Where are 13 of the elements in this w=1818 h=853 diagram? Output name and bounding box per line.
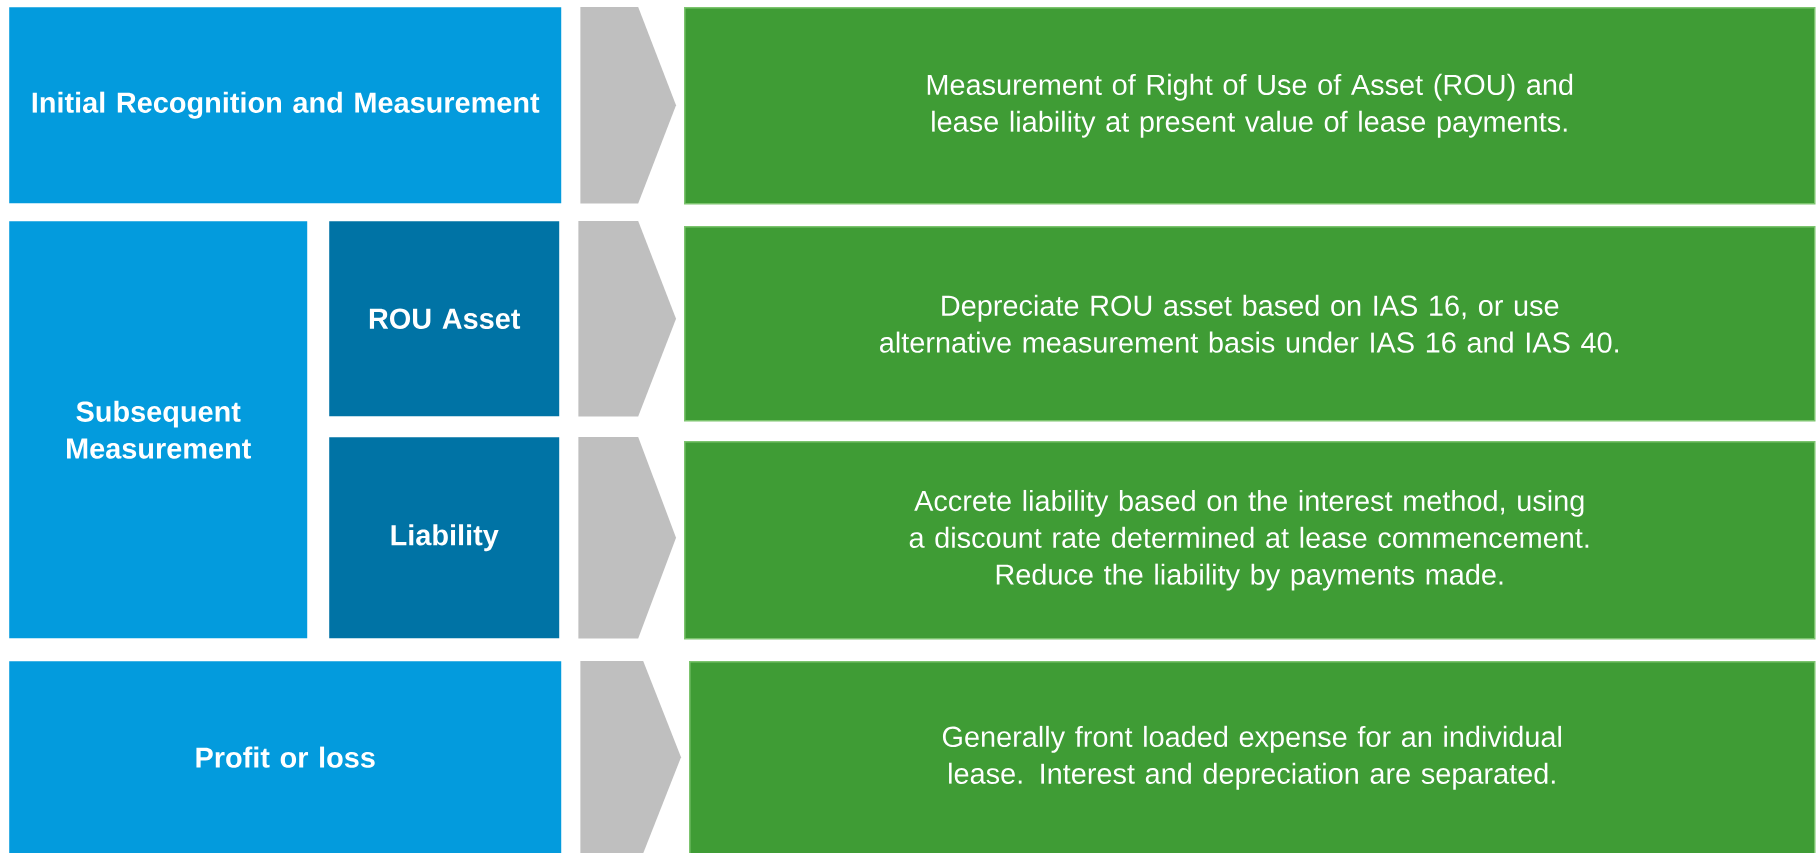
description-box: Accrete liability based on the interest method, using a discount rate determined at lease commencement. Reduce the liability by payments made. [684, 441, 1816, 640]
chevron-arrow [578, 437, 677, 639]
description-box: Depreciate ROU asset based on IAS 16, or use alternative measurement basis under IAS 16 and IAS 40. [684, 226, 1816, 422]
section-box: Profit or loss [9, 661, 562, 853]
subsection-box: ROU Asset [329, 221, 560, 417]
section-box: Subsequent Measurement [9, 221, 308, 639]
description-box: Generally front loaded expense for an individual lease. Interest and depreciation are separated. [689, 661, 1816, 853]
chevron-arrow [580, 661, 682, 853]
subsection-box: Liability [329, 437, 560, 639]
description-box: Measurement of Right of Use of Asset (ROU) and lease liability at present value of lease payments. [684, 7, 1816, 205]
chevron-arrow [578, 221, 677, 417]
section-box: Initial Recognition and Measurement [9, 7, 562, 204]
chevron-arrow [580, 7, 677, 204]
